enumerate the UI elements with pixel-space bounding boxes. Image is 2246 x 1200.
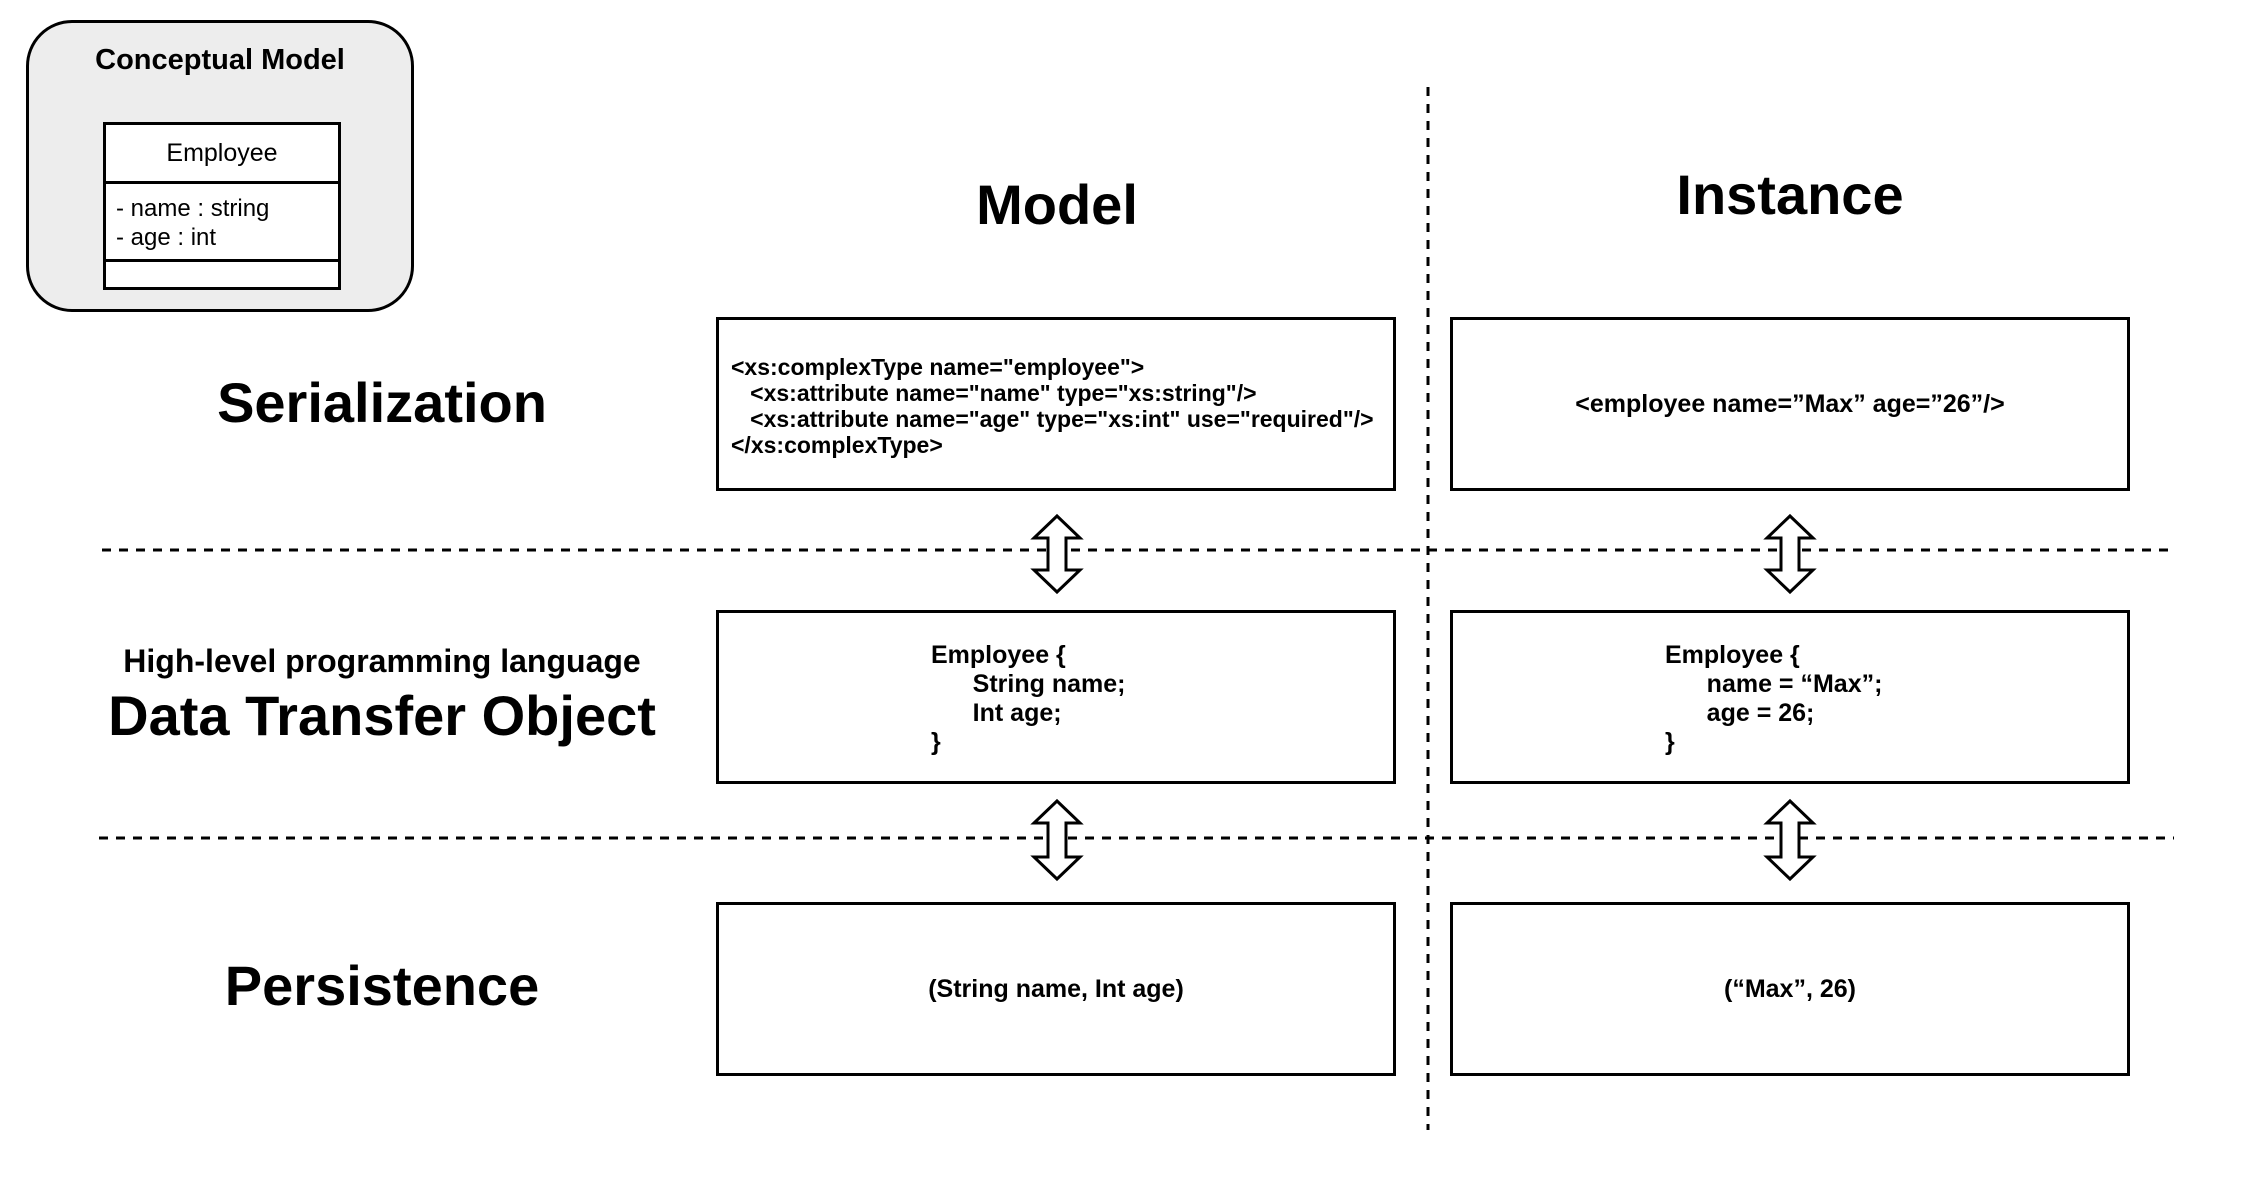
row-heading-dto: Data Transfer Object: [108, 684, 656, 747]
code-line: }: [931, 728, 941, 756]
code-line: Int age;: [931, 699, 1062, 727]
double-arrow-icon: [1030, 798, 1084, 882]
row-caption-dto: High-level programming language: [123, 643, 641, 679]
persistence-model-text: (String name, Int age): [928, 974, 1184, 1003]
code-line: Employee {: [1665, 641, 1800, 669]
dto-model-box: Employee { String name; Int age; }: [716, 610, 1396, 784]
code-line: </xs:complexType>: [731, 432, 943, 458]
uml-attribute-age: - age : int: [116, 224, 217, 251]
code-line: Employee {: [931, 641, 1066, 669]
uml-class-name: Employee: [106, 125, 338, 184]
conceptual-model-title: Conceptual Model: [95, 44, 345, 76]
code-line: age = 26;: [1665, 699, 1815, 727]
persistence-model-box: (String name, Int age): [716, 902, 1396, 1076]
code-line: <xs:attribute name="name" type="xs:strin…: [731, 380, 1257, 406]
serialization-instance-text: <employee name=”Max” age=”26”/>: [1575, 389, 2005, 418]
uml-attribute-name: - name : string: [116, 195, 270, 222]
column-heading-model: Model: [976, 173, 1138, 236]
double-arrow-icon: [1763, 798, 1817, 882]
uml-attributes: - name : string - age : int: [106, 184, 338, 262]
code-line: String name;: [931, 670, 1126, 698]
code-line: <xs:complexType name="employee">: [731, 354, 1145, 380]
row-heading-serialization: Serialization: [217, 371, 547, 434]
column-heading-instance: Instance: [1676, 163, 1904, 226]
double-arrow-icon: [1763, 513, 1817, 595]
double-arrow-icon: [1030, 513, 1084, 595]
row-heading-persistence: Persistence: [224, 954, 540, 1017]
code-line: <xs:attribute name="age" type="xs:int" u…: [731, 406, 1374, 432]
serialization-instance-box: <employee name=”Max” age=”26”/>: [1450, 317, 2130, 491]
persistence-instance-text: (“Max”, 26): [1724, 974, 1856, 1003]
code-line: name = “Max”;: [1665, 670, 1883, 698]
dto-instance-box: Employee { name = “Max”; age = 26; }: [1450, 610, 2130, 784]
serialization-model-box: <xs:complexType name="employee"> <xs:att…: [716, 317, 1396, 491]
persistence-instance-box: (“Max”, 26): [1450, 902, 2130, 1076]
code-line: }: [1665, 728, 1675, 756]
uml-class-box: Employee - name : string - age : int: [103, 122, 341, 290]
